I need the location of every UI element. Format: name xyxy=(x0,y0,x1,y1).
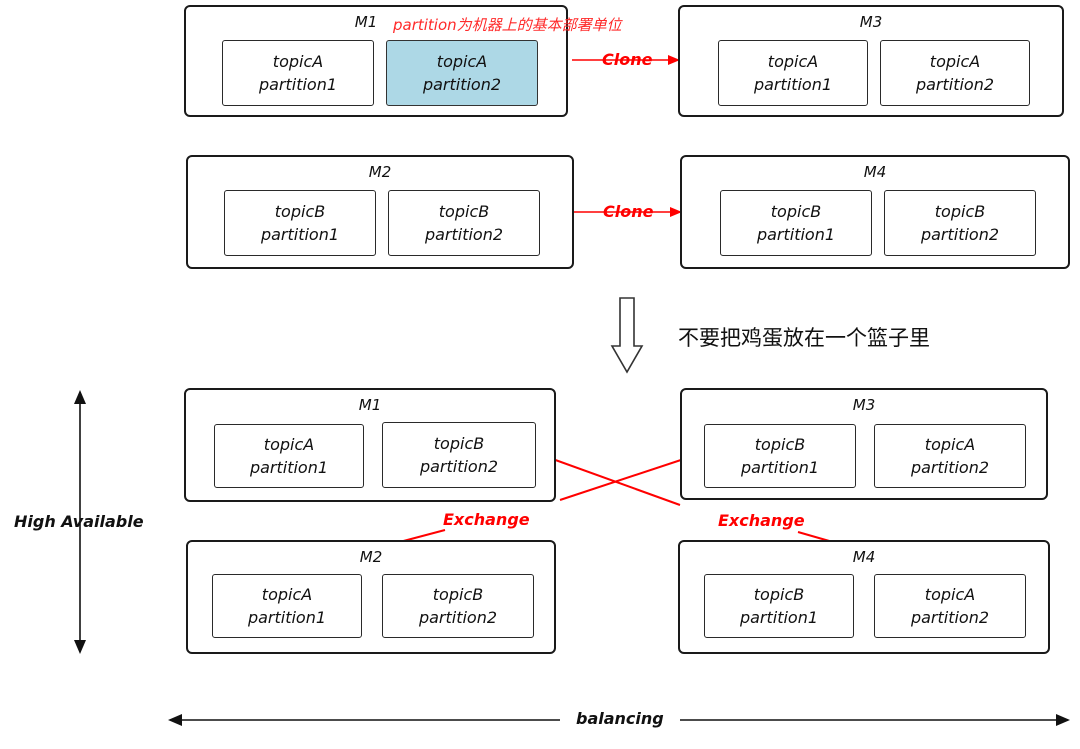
topic-label: topicA xyxy=(263,435,315,454)
partition-box: topicA partition1 xyxy=(718,40,868,106)
partition-box: topicB partition2 xyxy=(382,422,536,488)
machine-label: M4 xyxy=(852,548,876,566)
exchange-arrow-1 xyxy=(559,451,704,501)
partition-label: partition1 xyxy=(247,608,327,627)
partition-label: partition2 xyxy=(419,457,499,476)
partition-label: partition1 xyxy=(753,75,833,94)
partition-label: partition2 xyxy=(422,75,502,94)
partition-box: topicB partition2 xyxy=(382,574,534,638)
exchange-label-left: Exchange xyxy=(443,510,530,529)
clone-label-bottom: Clone xyxy=(603,202,654,221)
machine-label: M1 xyxy=(358,396,382,414)
topic-label: topicA xyxy=(261,585,313,604)
topic-label: topicB xyxy=(934,202,986,221)
down-arrow-icon xyxy=(610,297,644,374)
topic-label: topicA xyxy=(924,585,976,604)
balancing-label: balancing xyxy=(576,709,664,728)
partition-label: partition1 xyxy=(739,608,819,627)
partition-box: topicA partition1 xyxy=(212,574,362,638)
partition-box: topicA partition1 xyxy=(222,40,374,106)
machine-m4-bottom: M4 topicB partition1 topicA partition2 xyxy=(678,540,1050,654)
topic-label: topicB xyxy=(274,202,326,221)
partition-box-highlighted: topicA partition2 xyxy=(386,40,538,106)
topic-label: topicA xyxy=(929,52,981,71)
topic-label: topicB xyxy=(770,202,822,221)
partition-label: partition2 xyxy=(418,608,498,627)
partition-box: topicB partition1 xyxy=(720,190,872,256)
partition-label: partition1 xyxy=(258,75,338,94)
topic-label: topicB xyxy=(433,434,485,453)
machine-label: M1 xyxy=(354,13,378,31)
partition-box: topicA partition2 xyxy=(874,574,1026,638)
machine-m2-bottom: M2 topicA partition1 topicB partition2 xyxy=(186,540,556,654)
partition-label: partition2 xyxy=(915,75,995,94)
topic-label: topicB xyxy=(754,435,806,454)
machine-label: M3 xyxy=(852,396,876,414)
machine-label: M2 xyxy=(368,163,392,181)
partition-box: topicB partition1 xyxy=(224,190,376,256)
machine-m1-bottom: M1 topicA partition1 topicB partition2 xyxy=(184,388,556,502)
topic-label: topicA xyxy=(272,52,324,71)
machine-m4-top: M4 topicB partition1 topicB partition2 xyxy=(680,155,1070,269)
partition-box: topicA partition2 xyxy=(874,424,1026,488)
partition-label: partition2 xyxy=(910,608,990,627)
clone-label-top: Clone xyxy=(602,50,653,69)
partition-box: topicB partition2 xyxy=(388,190,540,256)
topic-label: topicB xyxy=(753,585,805,604)
partition-label: partition1 xyxy=(260,225,340,244)
machine-label: M3 xyxy=(859,13,883,31)
partition-box: topicA partition1 xyxy=(214,424,364,488)
partition-label: partition2 xyxy=(424,225,504,244)
partition-label: partition1 xyxy=(756,225,836,244)
machine-m2-top: M2 topicB partition1 topicB partition2 xyxy=(186,155,574,269)
tagline: 不要把鸡蛋放在一个篮子里 xyxy=(678,326,930,350)
exchange-label-right: Exchange xyxy=(718,511,805,530)
machine-label: M2 xyxy=(359,548,383,566)
partition-note: partition为机器上的基本部署单位 xyxy=(393,16,622,34)
topic-label: topicA xyxy=(924,435,976,454)
partition-box: topicB partition2 xyxy=(884,190,1036,256)
partition-label: partition2 xyxy=(920,225,1000,244)
machine-m1-top: M1 topicA partition1 topicA partition2 xyxy=(184,5,568,117)
partition-box: topicB partition1 xyxy=(704,424,856,488)
machine-label: M4 xyxy=(863,163,887,181)
partition-label: partition1 xyxy=(740,458,820,477)
topic-label: topicA xyxy=(436,52,488,71)
topic-label: topicA xyxy=(767,52,819,71)
partition-box: topicA partition2 xyxy=(880,40,1030,106)
partition-label: partition1 xyxy=(249,458,329,477)
partition-label: partition2 xyxy=(910,458,990,477)
topic-label: topicB xyxy=(438,202,490,221)
machine-m3-bottom: M3 topicB partition1 topicA partition2 xyxy=(680,388,1048,500)
partition-box: topicB partition1 xyxy=(704,574,854,638)
exchange-arrow-2 xyxy=(534,451,681,506)
machine-m3-top: M3 topicA partition1 topicA partition2 xyxy=(678,5,1064,117)
topic-label: topicB xyxy=(432,585,484,604)
high-available-label: High Available xyxy=(14,512,144,531)
